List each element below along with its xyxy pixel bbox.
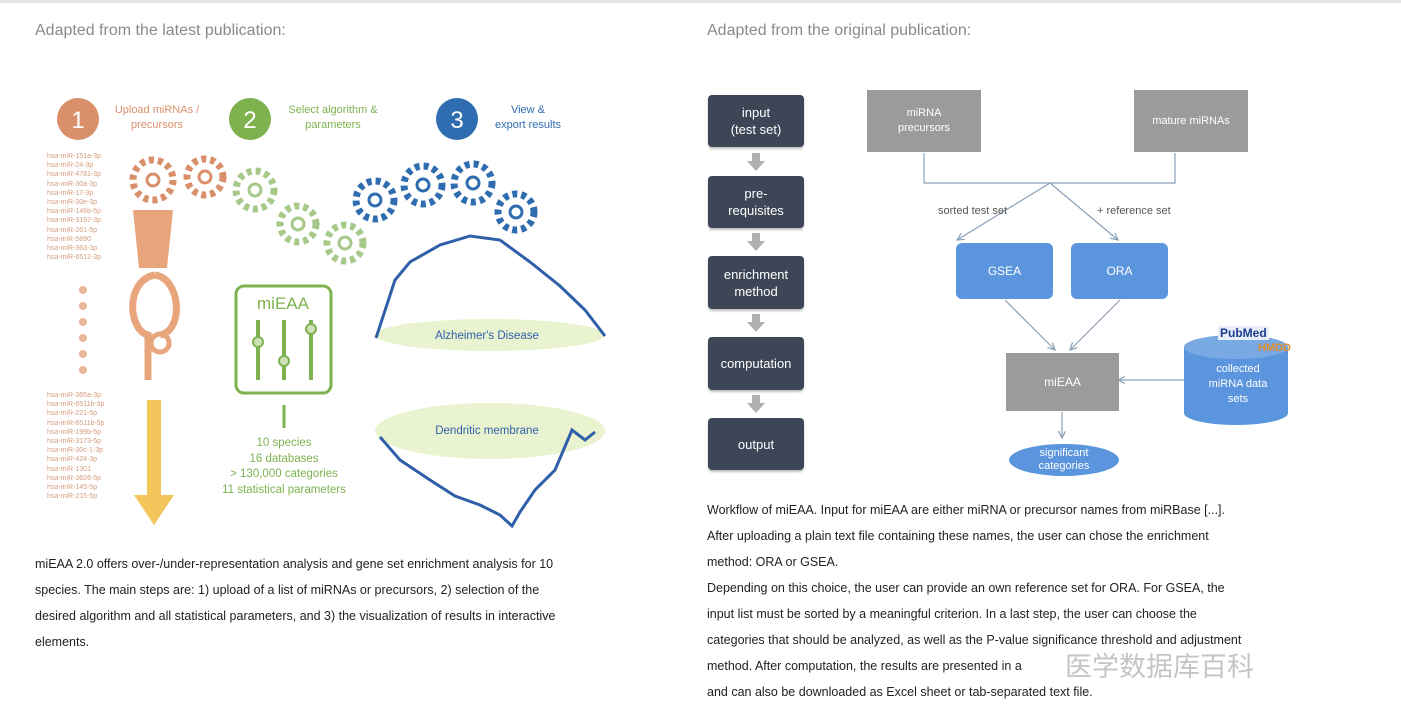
mirna-item: hsa-miR-146b-5p <box>47 208 102 216</box>
left-heading: Adapted from the latest publication: <box>35 22 286 39</box>
mirna-item: hsa-miR-24-3p <box>47 162 94 170</box>
flow-arrow-icon <box>747 233 765 251</box>
mirna-item: hsa-miR-145-5p <box>47 484 98 492</box>
gear-icon <box>276 202 320 246</box>
enrichment-curve <box>378 427 596 529</box>
top-divider <box>0 0 1401 3</box>
gear-icon <box>352 177 398 223</box>
sorted-test-set-label: sorted test set <box>938 205 1008 217</box>
mirna-item: hsa-miR-363-3p <box>47 245 98 253</box>
gear-icon <box>183 155 227 199</box>
enrichment-curve <box>374 234 607 339</box>
pubmed-logo: PubMed <box>1218 326 1269 340</box>
gear-icon <box>400 162 446 208</box>
right-heading: Adapted from the original publication: <box>707 22 972 39</box>
reference-set-label: + reference set <box>1097 205 1171 217</box>
flow-arrow-icon <box>747 153 765 171</box>
slider-knob <box>278 355 290 367</box>
flow-step-computation: computation <box>708 337 804 390</box>
gear-icon <box>323 221 367 265</box>
mirna-item: hsa-miR-6511b-5p <box>47 419 105 427</box>
mirna-item: hsa-miR-4781-3p <box>47 171 102 179</box>
mirna-item: hsa-miR-3626-5p <box>47 474 102 482</box>
mirna-item: hsa-miR-6512-3p <box>47 254 102 262</box>
diagram-gsea: GSEA <box>956 243 1053 299</box>
watermark: 医学数据库百科 <box>1065 652 1254 683</box>
gear-icon <box>232 167 278 213</box>
flow-arrow-icon <box>747 314 765 332</box>
step-3-label: View &export results <box>494 104 562 131</box>
slider-knob <box>305 323 317 335</box>
flow-step-output: output <box>708 418 804 470</box>
mirna-item: hsa-miR-3157-3p <box>47 217 102 225</box>
left-description: miEAA 2.0 offers over-/under-representat… <box>35 557 556 649</box>
hairpin-shape <box>129 271 180 380</box>
diagram-ora: ORA <box>1071 243 1168 299</box>
flow-step-prerequisites: pre-requisites <box>708 176 804 228</box>
mirna-item: hsa-miR-30e-3p <box>47 199 98 207</box>
result-label-alzheimers: Alzheimer's Disease <box>435 330 539 342</box>
step-1-label: Upload miRNAs /precursors <box>114 104 200 131</box>
mirna-item: hsa-miR-30c-1-3p <box>47 447 104 455</box>
diagram-mieaa: miEAA <box>1006 353 1119 411</box>
step-2-number: 2 <box>243 107 256 134</box>
mieaa-panel-title: miEAA <box>257 294 310 313</box>
mirna-item: hsa-miR-365a-3p <box>47 392 102 399</box>
step-3-number: 3 <box>450 107 463 134</box>
database-icon <box>1184 335 1288 425</box>
step-3-circle <box>436 98 478 140</box>
mirna-item: hsa-miR-151a-3p <box>47 153 102 160</box>
mirna-item: hsa-miR-17-3p <box>47 189 94 197</box>
mirna-item: hsa-miR-3173-5p <box>47 438 102 446</box>
step-1-number: 1 <box>71 107 84 134</box>
diagram-connectors <box>923 153 1185 500</box>
result-band <box>375 319 605 351</box>
step-1-circle <box>57 98 99 140</box>
mirna-item: hsa-miR-215-5p <box>47 493 98 501</box>
mirna-item: hsa-miR-5690 <box>47 235 91 243</box>
mirna-item: hsa-miR-6511b-3p <box>47 401 105 409</box>
upload-funnel <box>133 210 173 268</box>
gear-icon <box>450 160 496 206</box>
diagram-mature-mirnas: mature miRNAs <box>1134 90 1248 152</box>
result-band <box>375 403 605 459</box>
gear-icon <box>129 156 177 204</box>
right-caption: Workflow of miEAA. Input for miEAA are e… <box>707 503 1242 699</box>
mieaa-workflow-illustration: 1 2 3 miEAA <box>57 98 607 529</box>
slider-knob <box>252 336 264 348</box>
mirna-item: hsa-miR-261-5p <box>47 226 98 234</box>
mirna-item: hsa-miR-30a-3p <box>47 180 98 188</box>
gear-icon <box>494 190 538 234</box>
step-2-label: Select algorithm &parameters <box>288 104 378 131</box>
mirna-item: hsa-miR-221-5p <box>47 410 98 418</box>
hmdd-logo: HMDD <box>1258 342 1291 354</box>
mirna-item: hsa-miR-1301 <box>47 465 91 473</box>
mirna-item: hsa-miR-199b-5p <box>47 428 102 436</box>
result-label-dendritic: Dendritic membrane <box>435 425 539 437</box>
flow-step-input: input(test set) <box>708 95 804 147</box>
step-2-circle <box>229 98 271 140</box>
mieaa-panel <box>234 284 333 395</box>
flow-arrow-icon <box>747 395 765 413</box>
mirna-item: hsa-miR-424-3p <box>47 456 98 464</box>
down-arrow <box>134 400 174 525</box>
